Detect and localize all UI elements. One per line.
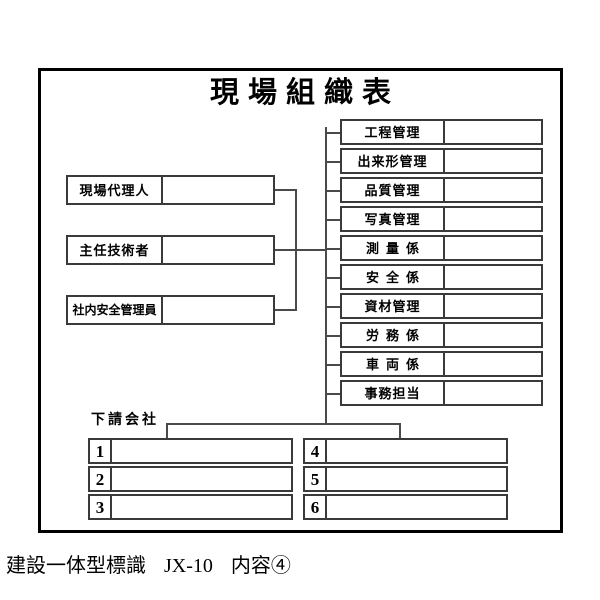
connector-dept-8 [325,335,342,337]
subcontractor-name-input[interactable] [112,496,291,518]
connector-dept-4 [325,219,342,221]
dept-value-input[interactable] [445,266,541,288]
connector-subcontractor-right-drop [399,423,401,438]
connector-dept-2 [325,161,342,163]
connector-dept-3 [325,190,342,192]
dept-label: 品質管理 [342,179,445,201]
connector-exec-2 [275,249,297,251]
exec-box-chief-engineer[interactable]: 主任技術者 [66,235,275,265]
subcontractor-number: 5 [305,468,327,490]
subcontractor-heading: 下請会社 [91,413,159,428]
subcontractor-row-6[interactable]: 6 [303,494,508,520]
subcontractor-number: 4 [305,440,327,462]
dept-box-as-built-management[interactable]: 出来形管理 [340,148,543,174]
subcontractor-name-input[interactable] [112,468,291,490]
dept-label: 資材管理 [342,295,445,317]
organization-chart-board: 現場組織表 現場代理人 主任技術者 社内安全管理員 工程管理 出来形管理 品質管… [38,68,563,533]
connector-dept-9 [325,364,342,366]
exec-label: 現場代理人 [68,177,163,203]
dept-value-input[interactable] [445,121,541,143]
connector-dept-7 [325,306,342,308]
exec-box-internal-safety-manager[interactable]: 社内安全管理員 [66,295,275,325]
dept-label: 写真管理 [342,208,445,230]
exec-value-input[interactable] [163,237,273,263]
connector-dept-5 [325,248,342,250]
subcontractor-row-3[interactable]: 3 [88,494,293,520]
dept-box-vehicle-section[interactable]: 車両係 [340,351,543,377]
dept-label: 工程管理 [342,121,445,143]
dept-label: 出来形管理 [342,150,445,172]
subcontractor-number: 3 [90,496,112,518]
exec-label: 社内安全管理員 [68,297,163,323]
connector-exec-to-dept [295,249,327,251]
connector-subcontractor-left-drop [166,423,168,438]
dept-box-material-management[interactable]: 資材管理 [340,293,543,319]
connector-exec-3 [275,309,297,311]
page-title: 現場組織表 [209,77,400,109]
dept-box-quality-management[interactable]: 品質管理 [340,177,543,203]
connector-dept-1 [325,132,342,134]
subcontractor-name-input[interactable] [327,496,506,518]
exec-label: 主任技術者 [68,237,163,263]
dept-label: 労務係 [342,324,445,346]
dept-value-input[interactable] [445,179,541,201]
subcontractor-number: 1 [90,440,112,462]
connector-subcontractor-bar [166,423,401,425]
subcontractor-row-4[interactable]: 4 [303,438,508,464]
dept-value-input[interactable] [445,295,541,317]
subcontractor-row-5[interactable]: 5 [303,466,508,492]
exec-value-input[interactable] [163,177,273,203]
subcontractor-name-input[interactable] [327,440,506,462]
dept-label: 測量係 [342,237,445,259]
dept-box-photo-management[interactable]: 写真管理 [340,206,543,232]
dept-value-input[interactable] [445,208,541,230]
dept-value-input[interactable] [445,237,541,259]
exec-box-site-agent[interactable]: 現場代理人 [66,175,275,205]
subcontractor-number: 2 [90,468,112,490]
dept-value-input[interactable] [445,382,541,404]
connector-exec-1 [275,189,297,191]
dept-value-input[interactable] [445,324,541,346]
connector-dept-10 [325,393,342,395]
dept-box-office-duty[interactable]: 事務担当 [340,380,543,406]
subcontractor-number: 6 [305,496,327,518]
dept-box-schedule-management[interactable]: 工程管理 [340,119,543,145]
caption-model: JX-10 [164,555,213,577]
subcontractor-row-1[interactable]: 1 [88,438,293,464]
dept-box-survey-section[interactable]: 測量係 [340,235,543,261]
caption: 建設一体型標識 JX-10 内容④ [6,556,291,576]
dept-label: 車両係 [342,353,445,375]
connector-main-trunk [325,127,327,423]
dept-value-input[interactable] [445,353,541,375]
dept-value-input[interactable] [445,150,541,172]
caption-variant: 内容④ [230,555,291,577]
caption-product: 建設一体型標識 [6,555,146,577]
dept-box-safety-section[interactable]: 安全係 [340,264,543,290]
dept-label: 事務担当 [342,382,445,404]
subcontractor-name-input[interactable] [112,440,291,462]
subcontractor-row-2[interactable]: 2 [88,466,293,492]
subcontractor-name-input[interactable] [327,468,506,490]
connector-dept-6 [325,277,342,279]
dept-label: 安全係 [342,266,445,288]
exec-value-input[interactable] [163,297,273,323]
dept-box-labor-section[interactable]: 労務係 [340,322,543,348]
